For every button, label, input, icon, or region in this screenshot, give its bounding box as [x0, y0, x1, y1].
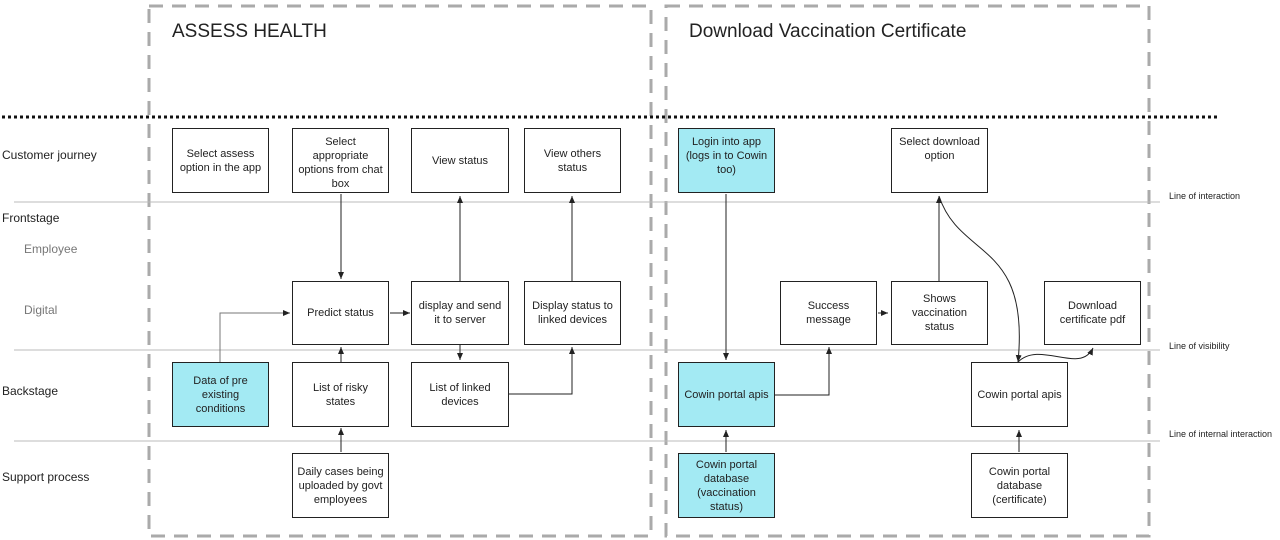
box-select-options: Select appropriate options from chat box: [292, 128, 389, 193]
box-success-message: Success message: [780, 281, 877, 345]
box-risky-states-text: List of risky states: [312, 381, 368, 408]
box-download-pdf-text: Download certificate pdf: [1059, 300, 1126, 326]
box-select-options-text: Select appropriate options from chat box: [298, 136, 383, 190]
box-cowin-db-vaccination: Cowin portal database (vaccination statu…: [678, 453, 775, 518]
label-line-of-interaction: Line of interaction: [1169, 191, 1241, 201]
box-view-others: View others status: [524, 128, 621, 193]
box-daily-cases-text: Daily cases being uploaded by govt emplo…: [297, 465, 384, 506]
assess-health-frame: [147, 4, 653, 538]
row-label-backstage: Backstage: [2, 384, 59, 398]
box-daily-cases: Daily cases being uploaded by govt emplo…: [292, 453, 389, 518]
box-display-linked: Display status to linked devices: [524, 281, 621, 345]
box-cowin-apis-2-text: Cowin portal apis: [977, 388, 1062, 401]
box-select-download: Select download option: [891, 128, 988, 193]
box-select-assess: Select assess option in the app: [172, 128, 269, 193]
row-label-customer-journey: Customer journey: [2, 148, 97, 162]
box-shows-vaccination-text: Shows vaccination status: [911, 293, 968, 333]
row-label-digital: Digital: [24, 303, 58, 317]
label-line-of-visibility: Line of visibility: [1169, 341, 1230, 351]
box-cowin-db-vaccination-text: Cowin portal database (vaccination statu…: [695, 458, 758, 513]
box-success-message-text: Success message: [806, 300, 851, 326]
section-title-download-certificate: Download Vaccination Certificate: [689, 21, 967, 42]
box-cowin-apis-1: Cowin portal apis: [678, 362, 775, 427]
box-predict-status-text: Predict status: [307, 307, 374, 319]
box-linked-devices: List of linked devices: [411, 362, 509, 427]
box-cowin-apis-2: Cowin portal apis: [971, 362, 1068, 427]
section-title-assess-health: ASSESS HEALTH: [172, 21, 327, 42]
arrow-linked-list-to-display-linked: [509, 347, 575, 395]
box-display-send-text: display and send it to server: [418, 300, 502, 326]
row-label-support-process: Support process: [2, 470, 90, 484]
box-login: Login into app (logs in to Cowin too): [678, 128, 775, 193]
box-cowin-db-certificate-text: Cowin portal database (certificate): [988, 465, 1051, 506]
row-label-frontstage: Frontstage: [2, 211, 60, 225]
box-shows-vaccination: Shows vaccination status: [891, 281, 988, 345]
label-line-of-internal-interaction: Line of internal interaction: [1169, 429, 1273, 439]
box-download-pdf: Download certificate pdf: [1044, 281, 1141, 345]
arrow-cowin-apis-to-success: [775, 347, 832, 396]
box-cowin-apis-1-text: Cowin portal apis: [684, 388, 769, 401]
box-view-status: View status: [411, 128, 509, 193]
row-label-employee: Employee: [24, 242, 78, 256]
box-preexisting: Data of pre existing conditions: [172, 362, 269, 427]
box-login-text: Login into app (logs in to Cowin too): [685, 136, 768, 176]
arrow-cowin-apis-2-to-download-pdf: [1017, 347, 1094, 363]
box-cowin-db-certificate: Cowin portal database (certificate): [971, 453, 1068, 518]
arrow-select-download-to-cowin-apis-2: [938, 195, 1022, 363]
box-select-assess-text: Select assess option in the app: [179, 147, 262, 174]
box-preexisting-text: Data of pre existing conditions: [193, 374, 248, 415]
box-display-send: display and send it to server: [411, 281, 509, 345]
box-linked-devices-text: List of linked devices: [429, 381, 491, 408]
arrow-preexisting-to-predict: [219, 310, 290, 362]
box-select-download-text: Select download option: [899, 136, 980, 162]
box-predict-status: Predict status: [292, 281, 389, 345]
box-display-linked-text: Display status to linked devices: [532, 300, 613, 326]
box-view-others-text: View others status: [543, 147, 602, 174]
box-view-status-text: View status: [431, 154, 489, 167]
download-certificate-frame: [664, 4, 1151, 538]
box-risky-states: List of risky states: [292, 362, 389, 427]
